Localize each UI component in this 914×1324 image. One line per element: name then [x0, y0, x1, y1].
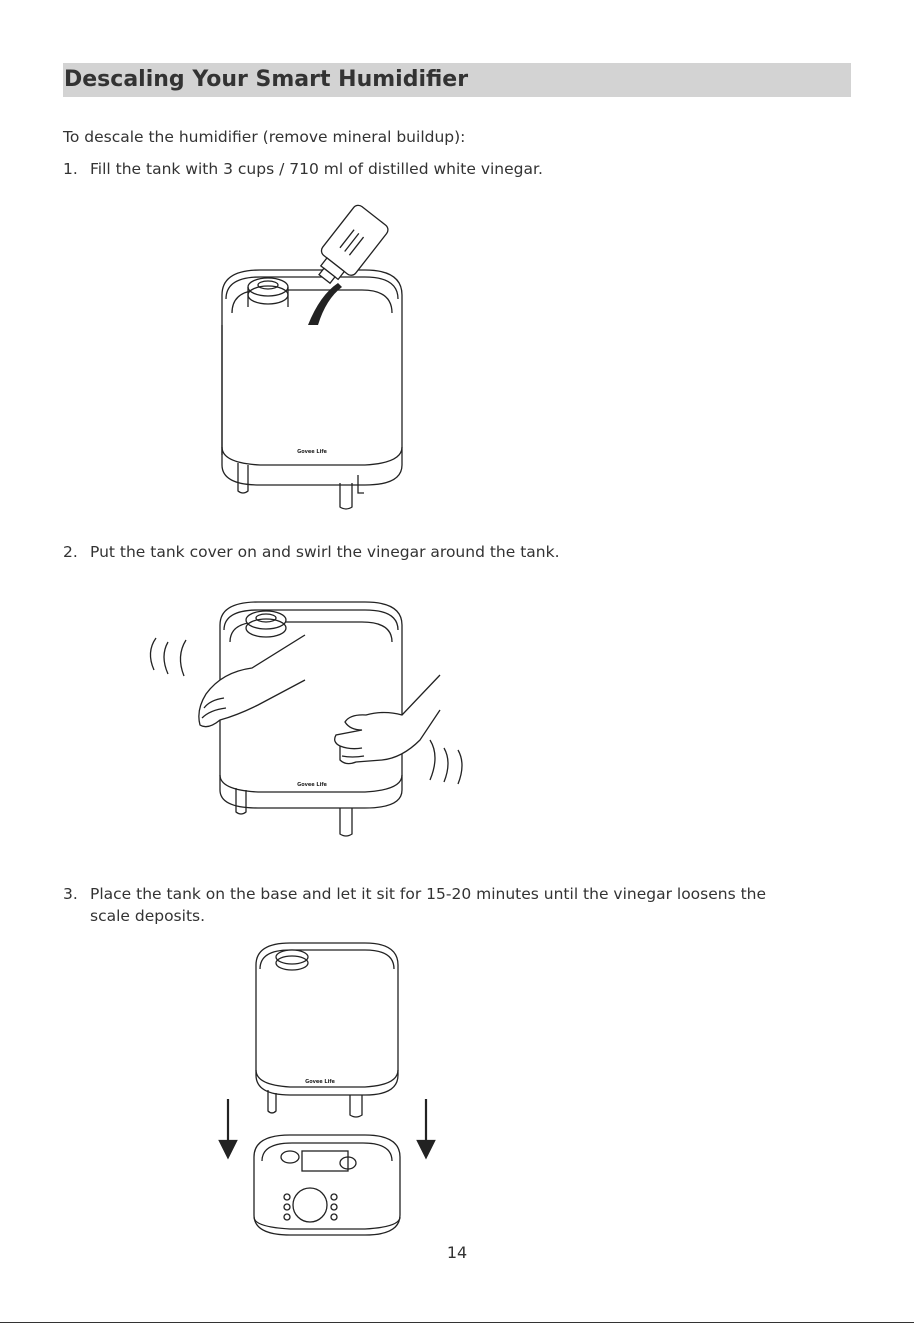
step-number: 1.: [63, 160, 78, 178]
step-text: Put the tank cover on and swirl the vine…: [90, 543, 560, 561]
title-bar: [63, 63, 851, 97]
step-text: Place the tank on the base and let it si…: [90, 885, 767, 925]
figure-place-tank: Govee Life: [210, 935, 450, 1245]
figure-swirl-tank: Govee Life: [140, 590, 480, 840]
bottom-rule: [0, 1322, 914, 1323]
page-number: 14: [446, 1243, 468, 1262]
fill-tank-illustration: Govee Life: [221, 204, 403, 510]
intro-text: To descale the humidifier (remove minera…: [63, 128, 466, 146]
swirl-tank-illustration: Govee Life: [149, 601, 463, 837]
figure-fill-tank: Govee Life: [200, 195, 440, 515]
step-number: 3.: [63, 885, 78, 903]
place-tank-illustration: Govee Life: [218, 942, 436, 1236]
step-number: 2.: [63, 543, 78, 561]
brand-logo: Govee Life: [297, 449, 327, 455]
brand-logo: Govee Life: [305, 1079, 335, 1085]
step-text: Fill the tank with 3 cups / 710 ml of di…: [90, 160, 543, 178]
brand-logo: Govee Life: [297, 782, 327, 788]
page-title: Descaling Your Smart Humidifier: [64, 67, 469, 92]
